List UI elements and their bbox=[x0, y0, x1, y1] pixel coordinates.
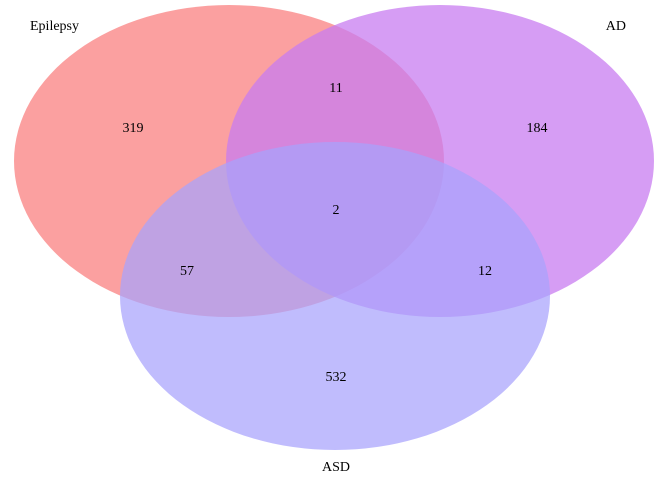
ad-set-label: AD bbox=[606, 19, 626, 34]
epilepsy-only-count: 319 bbox=[123, 121, 144, 136]
asd-set-label: ASD bbox=[322, 460, 350, 475]
epilepsy-ad-count: 11 bbox=[329, 81, 342, 96]
epilepsy-set-label: Epilepsy bbox=[30, 19, 79, 34]
all-three-count: 2 bbox=[333, 203, 340, 218]
asd-ellipse bbox=[120, 142, 550, 450]
asd-only-count: 532 bbox=[326, 370, 347, 385]
ad-asd-count: 12 bbox=[478, 264, 492, 279]
epilepsy-asd-count: 57 bbox=[180, 264, 194, 279]
ad-only-count: 184 bbox=[527, 121, 548, 136]
